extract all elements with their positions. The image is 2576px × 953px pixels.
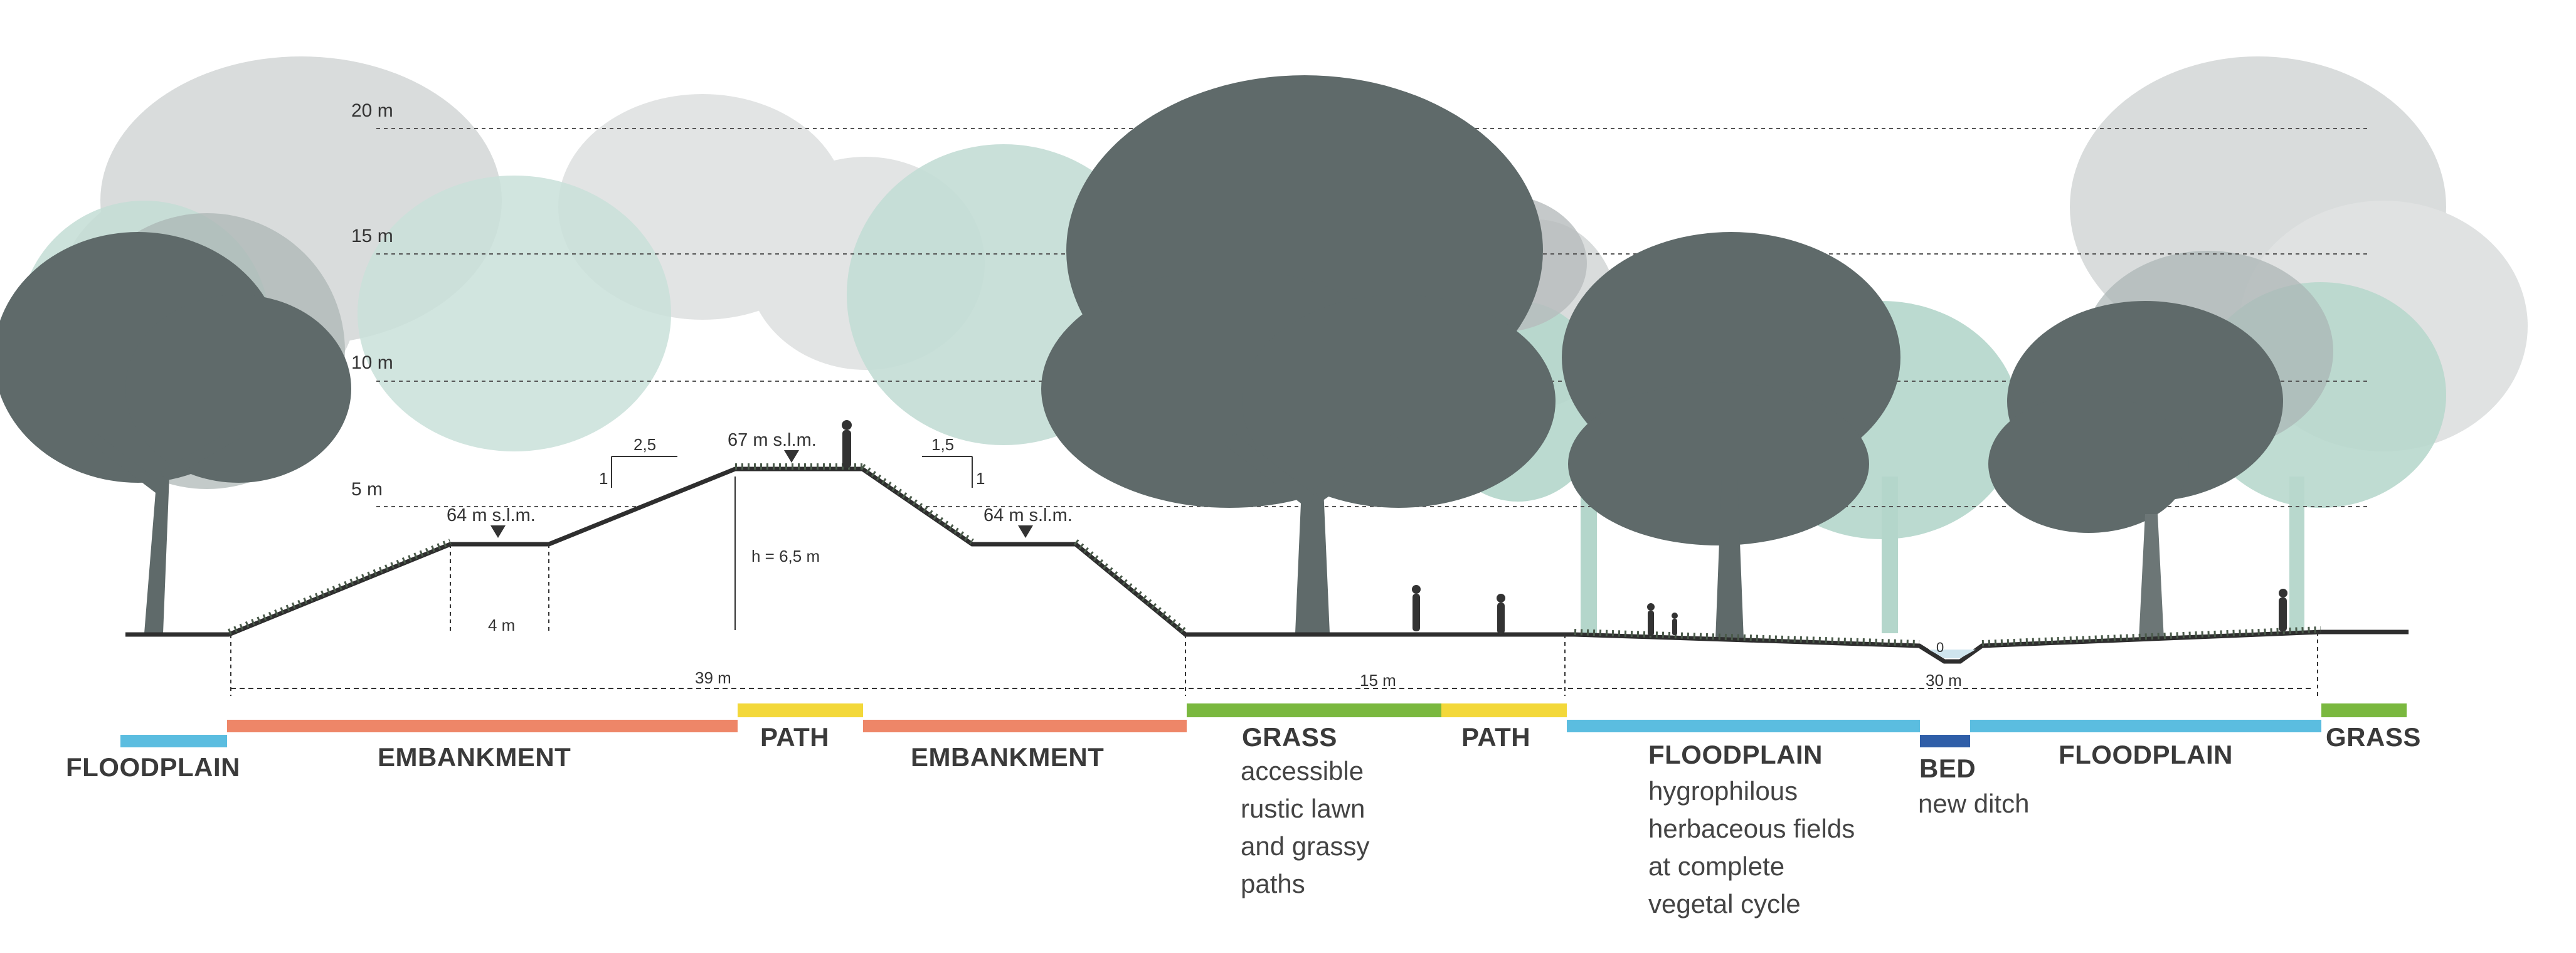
label-floodplain-right-2: FLOODPLAIN (2059, 740, 2233, 769)
label-embankment-left: EMBANKMENT (378, 742, 571, 772)
scale-label-15m: 15 m (351, 226, 393, 246)
bar-bed (1920, 735, 1970, 747)
left-slope-run: 2,5 (633, 435, 657, 454)
floodplain-width: 30 m (1926, 671, 1962, 690)
desc-floodplain-line-2: herbaceous fields (1648, 814, 1855, 843)
level-markers (490, 450, 1033, 538)
desc-bed: new ditch (1918, 789, 2030, 818)
grass-width: 15 m (1360, 671, 1396, 690)
elevation-right-berm: 64 m s.l.m. (983, 505, 1073, 525)
right-slope-rise: 1 (976, 469, 985, 488)
bar-path-1 (738, 703, 863, 717)
scale-label-5m: 5 m (351, 479, 383, 500)
label-grass-1: GRASS (1242, 722, 1337, 752)
bar-embankment-right (863, 720, 1187, 732)
zone-bars (120, 703, 2407, 747)
label-floodplain-right-1: FLOODPLAIN (1648, 740, 1823, 769)
berm-width: 4 m (488, 616, 516, 634)
label-floodplain-left: FLOODPLAIN (66, 752, 240, 782)
desc-grass-1-line-2: rustic lawn (1241, 794, 1365, 823)
label-grass-2: GRASS (2326, 722, 2421, 752)
people-silhouettes (842, 420, 2287, 636)
desc-floodplain-line-4: vegetal cycle (1648, 889, 1801, 919)
desc-grass-1-line-4: paths (1241, 869, 1305, 898)
label-path-2: PATH (1461, 722, 1531, 752)
bar-floodplain-right-2 (1970, 720, 2321, 732)
bar-grass-1 (1187, 703, 1441, 717)
label-path-1: PATH (760, 722, 830, 752)
elevation-left-berm: 64 m s.l.m. (447, 505, 536, 525)
bar-floodplain-right-1 (1567, 720, 1920, 732)
terrain-profile (125, 463, 2409, 664)
dimension-lines (230, 456, 2318, 696)
bar-floodplain-left (120, 735, 227, 747)
foreground-trees (0, 75, 2283, 640)
label-bed: BED (1919, 754, 1976, 783)
desc-grass-1-line-3: and grassy (1241, 831, 1370, 861)
bar-grass-2 (2321, 703, 2407, 717)
desc-floodplain-line-3: at complete (1648, 851, 1785, 881)
bar-embankment-left (227, 720, 738, 732)
embankment-height: h = 6,5 m (751, 547, 820, 566)
right-slope-run: 1,5 (931, 435, 955, 454)
scale-label-10m: 10 m (351, 352, 393, 373)
label-embankment-right: EMBANKMENT (911, 742, 1105, 772)
desc-floodplain-line-1: hygrophilous (1648, 776, 1798, 806)
elevation-crest: 67 m s.l.m. (728, 430, 817, 450)
left-slope-rise: 1 (599, 469, 608, 488)
embankment-width: 39 m (695, 668, 731, 687)
scale-label-20m: 20 m (351, 100, 393, 121)
ditch-depth: 0 (1936, 640, 1944, 655)
bar-path-2 (1441, 703, 1567, 717)
desc-grass-1-line-1: accessible (1241, 756, 1364, 786)
